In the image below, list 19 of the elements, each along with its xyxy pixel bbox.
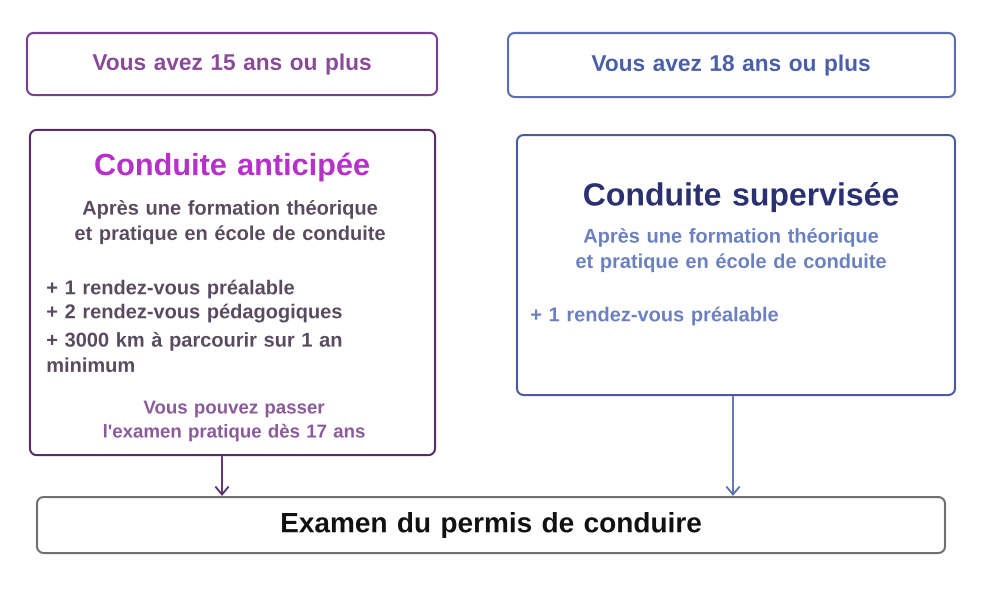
arrow [726,396,740,496]
heading: Conduite anticipée [95,152,369,182]
box-label: Examen du permis de conduire [282,512,701,538]
description-text: Après une formation théorique et pratique en école de conduite [576,228,886,272]
arrow [214,456,230,496]
info-box [516,134,956,396]
description-text: Après une formation théorique et pratique en école de conduite [75,200,385,244]
info-box [28,128,436,456]
list-item: + 3000 km à parcourir sur 1 an minimum [47,332,342,372]
note-text: Vous pouvez passer l'examen pratique dès 17 ans [104,400,365,442]
box-label: Vous avez 18 ans ou plus [592,54,870,76]
age-box [506,32,956,98]
exam-box [36,496,946,554]
list-item: + 2 rendez-vous pédagogiques [47,304,342,322]
box-label: Vous avez 15 ans ou plus [92,53,371,75]
heading: Conduite supervisée [584,182,898,212]
list-item: + 1 rendez-vous préalable [531,306,778,326]
list-item: + 1 rendez-vous préalable [47,280,294,298]
age-box [26,32,438,96]
